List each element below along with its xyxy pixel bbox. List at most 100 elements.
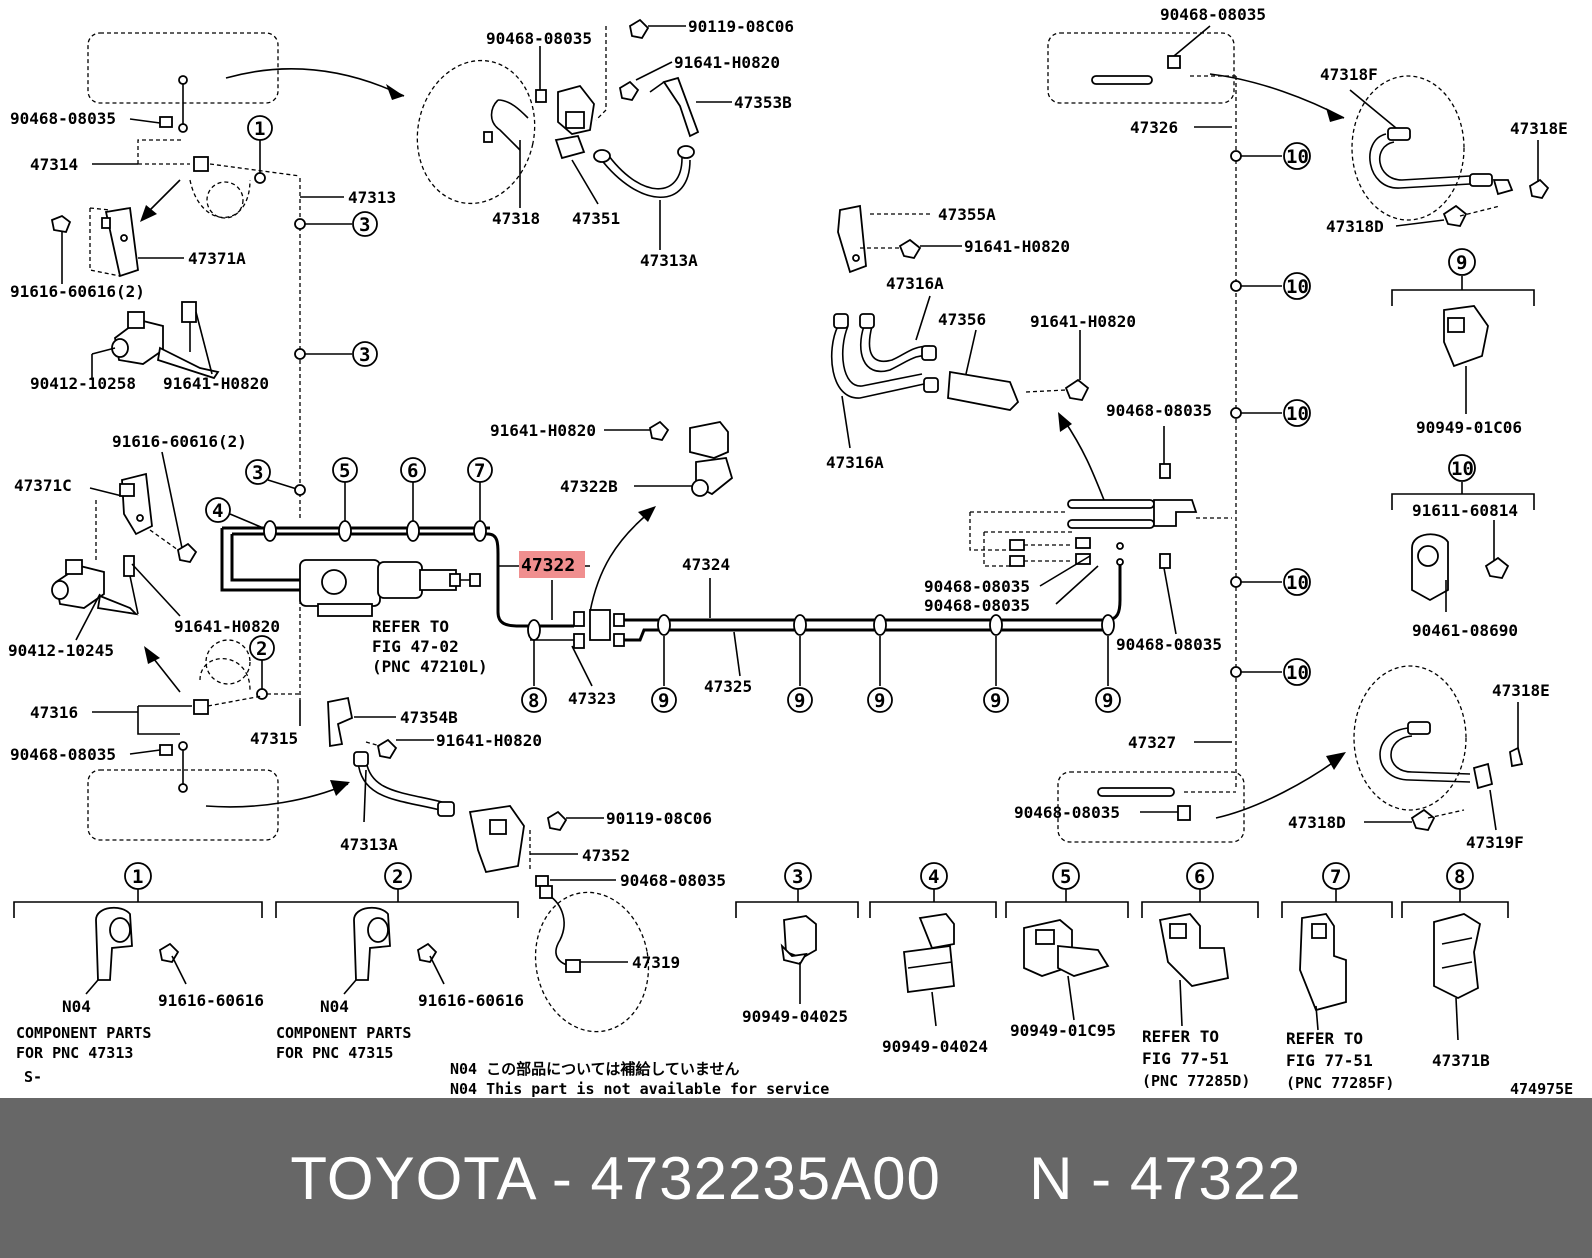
callout-47322-highlighted[interactable]: 47322: [519, 551, 585, 578]
callout-47316A: 47316A: [886, 274, 944, 293]
circled-ref-2: 2: [249, 635, 275, 661]
callout-90468-08035: 90468-08035: [10, 109, 116, 128]
parts-diagram: 90468-08035 47314 1 47313 3 3 47371A 916…: [8, 5, 1574, 1098]
svg-text:3: 3: [359, 344, 370, 366]
circled-ref-10a: 10: [1283, 142, 1311, 170]
callout-90468-08035: 90468-08035: [1116, 635, 1222, 654]
callout-47322B: 47322B: [560, 477, 618, 496]
circled-ref-10b: 10: [1283, 272, 1311, 300]
callout-47318E: 47318E: [1510, 119, 1568, 138]
callout-47313: 47313: [348, 188, 396, 207]
callout-47371C: 47371C: [14, 476, 72, 495]
legend-part-91616-60616: 91616-60616: [158, 991, 264, 1010]
callout-90412-10245: 90412-10245: [8, 641, 114, 660]
svg-text:10: 10: [1286, 403, 1309, 425]
svg-text:8: 8: [528, 690, 539, 712]
circled-ref-9b: 9: [787, 687, 813, 713]
callout-91641-H0820: 91641-H0820: [674, 53, 780, 72]
callout-47352: 47352: [582, 846, 630, 865]
callout-47318: 47318: [492, 209, 540, 228]
svg-text:10: 10: [1451, 458, 1474, 480]
svg-text:2: 2: [256, 638, 267, 660]
callout-47356: 47356: [938, 310, 986, 329]
svg-text:9: 9: [990, 690, 1001, 712]
callout-90412-10258: 90412-10258: [30, 374, 136, 393]
note-n04-japanese: N04 この部品については補給していません: [450, 1060, 739, 1078]
circled-ref-10e: 10: [1283, 658, 1311, 686]
legend-refer-to: REFER TO: [1286, 1029, 1363, 1048]
legend-part-47371B: 47371B: [1432, 1051, 1490, 1070]
callout-91641-H0820: 91641-H0820: [174, 617, 280, 636]
master-cylinder: [299, 559, 481, 617]
circled-ref-3b: 3: [352, 341, 378, 367]
svg-text:1: 1: [254, 118, 265, 140]
top-left-wheel-inset: [87, 32, 405, 133]
svg-text:3: 3: [359, 214, 370, 236]
svg-text:10: 10: [1286, 662, 1309, 684]
figure-id: 474975E: [1510, 1080, 1573, 1098]
refer-line-1: REFER TO: [372, 617, 449, 636]
circled-ref-10d: 10: [1283, 568, 1311, 596]
callout-91616-60616-2: 91616-60616(2): [112, 432, 247, 451]
callout-47355A: 47355A: [938, 205, 996, 224]
circled-ref-9-legend: 9: [1448, 248, 1476, 276]
svg-text:10: 10: [1286, 572, 1309, 594]
callout-47323: 47323: [568, 689, 616, 708]
legend-pnc: (PNC 77285D): [1142, 1072, 1250, 1090]
svg-text:5: 5: [339, 460, 350, 482]
callout-90461-08690: 90461-08690: [1412, 621, 1518, 640]
callout-47351: 47351: [572, 209, 620, 228]
note-n04-english: N04 This part is not available for servi…: [450, 1080, 829, 1098]
circled-ref-3c: 3: [245, 459, 271, 485]
callout-47318E: 47318E: [1492, 681, 1550, 700]
legend-fig: FIG 77-51: [1286, 1051, 1373, 1070]
legend-item-1: 1 91616-60616 N04 COMPONENT PARTS FOR PN…: [13, 862, 264, 1086]
legend-part-90949-04025: 90949-04025: [742, 1007, 848, 1026]
callout-90468-08035: 90468-08035: [1106, 401, 1212, 420]
legend-part-91616-60616: 91616-60616: [418, 991, 524, 1010]
circled-ref-8: 8: [521, 687, 547, 713]
callout-47322: 47322: [521, 555, 575, 576]
legend-n04: N04: [62, 997, 91, 1016]
svg-text:9: 9: [794, 690, 805, 712]
callout-47313A: 47313A: [340, 835, 398, 854]
legend-s: S-: [24, 1068, 42, 1086]
legend-item-5: 5 90949-01C95: [1005, 862, 1129, 1040]
svg-text:10: 10: [1286, 276, 1309, 298]
callout-90468-08035: 90468-08035: [486, 29, 592, 48]
callout-47326: 47326: [1130, 118, 1178, 137]
svg-text:8: 8: [1454, 866, 1465, 888]
circled-ref-7: 7: [467, 457, 493, 483]
circled-ref-5: 5: [332, 457, 358, 483]
callout-47318D: 47318D: [1288, 813, 1346, 832]
callout-47325: 47325: [704, 677, 752, 696]
legend-component-parts: COMPONENT PARTS: [16, 1024, 151, 1042]
callout-47315: 47315: [250, 729, 298, 748]
callout-91641-H0820: 91641-H0820: [163, 374, 269, 393]
legend-item-6: 6 REFER TO FIG 77-51 (PNC 77285D): [1141, 862, 1259, 1090]
callout-47324: 47324: [682, 555, 730, 574]
callout-47327: 47327: [1128, 733, 1176, 752]
callout-90468-08035: 90468-08035: [620, 871, 726, 890]
callout-91641-H0820: 91641-H0820: [436, 731, 542, 750]
callout-90468-08035: 90468-08035: [1160, 5, 1266, 24]
circled-ref-9e: 9: [1095, 687, 1121, 713]
legend-part-90949-01C95: 90949-01C95: [1010, 1021, 1116, 1040]
callout-47353B: 47353B: [734, 93, 792, 112]
callout-90468-08035: 90468-08035: [10, 745, 116, 764]
circled-ref-1: 1: [247, 115, 273, 141]
callout-91641-H0820: 91641-H0820: [1030, 312, 1136, 331]
legend-for-pnc: FOR PNC 47313: [16, 1044, 133, 1062]
callout-90119-08C06: 90119-08C06: [688, 17, 794, 36]
callout-90468-08035: 90468-08035: [924, 596, 1030, 615]
refer-line-3: (PNC 47210L): [372, 657, 488, 676]
svg-text:7: 7: [1330, 866, 1341, 888]
svg-text:9: 9: [658, 690, 669, 712]
callout-90119-08C06: 90119-08C06: [606, 809, 712, 828]
svg-text:4: 4: [928, 866, 939, 888]
callout-47354B: 47354B: [400, 708, 458, 727]
highlight-box: [519, 551, 585, 578]
circled-ref-10c: 10: [1283, 399, 1311, 427]
callout-47319F: 47319F: [1466, 833, 1524, 852]
callout-90949-01C06: 90949-01C06: [1416, 418, 1522, 437]
